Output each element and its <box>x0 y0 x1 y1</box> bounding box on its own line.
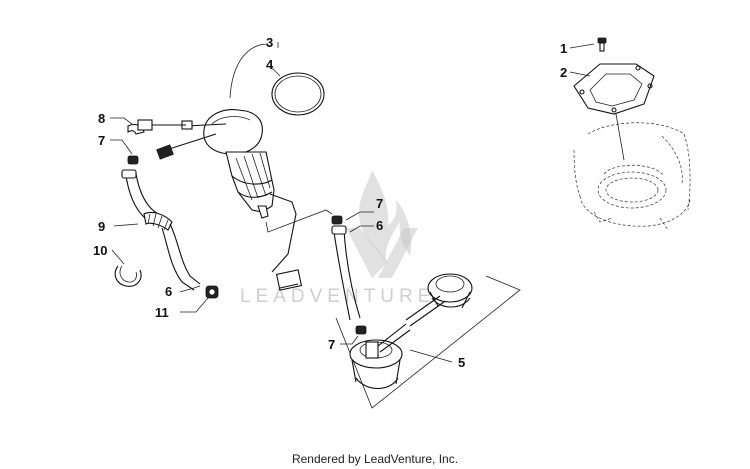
hose-clamp-middle[interactable] <box>331 215 343 225</box>
callout-6-middle: 6 <box>376 218 383 233</box>
callout-10: 10 <box>93 243 107 258</box>
mounting-gasket[interactable] <box>573 63 655 115</box>
pump-flange[interactable] <box>203 109 263 155</box>
hose-sleeve[interactable] <box>143 211 173 231</box>
hose-clamp-lower[interactable] <box>355 325 367 335</box>
callout-7-left: 7 <box>98 133 105 148</box>
hose-ring[interactable] <box>114 265 142 287</box>
callout-6-left: 6 <box>165 284 172 299</box>
footer-credit: Rendered by LeadVenture, Inc. <box>291 452 459 466</box>
watermark-flame-icon <box>359 170 412 262</box>
callout-2: 2 <box>560 65 567 80</box>
callout-11: 11 <box>155 305 169 320</box>
callout-4: 4 <box>266 57 274 72</box>
hose-clamp-11[interactable] <box>205 285 219 299</box>
callout-7-lower: 7 <box>328 337 335 352</box>
bolt[interactable] <box>597 37 607 52</box>
fuel-hose[interactable] <box>121 169 201 291</box>
return-hose[interactable] <box>331 215 361 321</box>
fuel-tank[interactable] <box>573 122 691 231</box>
watermark: LEADVENTURE <box>240 170 435 307</box>
callout-1: 1 <box>560 41 567 56</box>
pump-connector[interactable] <box>156 144 174 160</box>
hose-clamp-left[interactable] <box>127 155 139 165</box>
callout-3: 3 <box>266 35 273 50</box>
callout-9: 9 <box>98 219 105 234</box>
o-ring[interactable] <box>271 72 325 116</box>
callout-8: 8 <box>98 111 105 126</box>
elbow-fitting[interactable] <box>127 119 186 135</box>
watermark-text: LEADVENTURE <box>240 286 435 307</box>
callout-7-middle: 7 <box>376 196 383 211</box>
fuel-pickup-assembly[interactable] <box>335 273 521 409</box>
callout-5: 5 <box>458 355 465 370</box>
